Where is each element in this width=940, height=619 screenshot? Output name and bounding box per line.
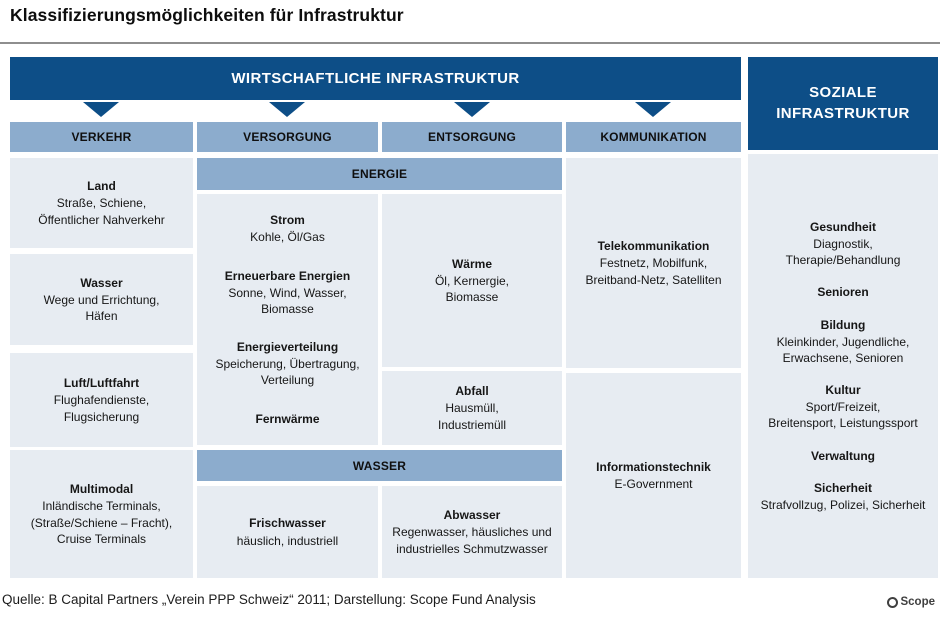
cell-title: Fernwärme [255, 411, 320, 426]
source-caption: Quelle: B Capital Partners „Verein PPP S… [2, 592, 536, 607]
cell-body: Regenwasser, häusliches und industrielle… [392, 525, 552, 556]
cell-body: Sonne, Wind, Wasser, Biomasse [228, 285, 347, 316]
energie-band-header: ENERGIE [197, 158, 562, 190]
cell-body: Wege und Errichtung, Häfen [43, 292, 160, 324]
cell-title: Strom [270, 213, 305, 228]
cell-title: Informationstechnik [596, 459, 711, 474]
cell-luft: Luft/Luftfahrt Flughafendienste, Flugsic… [10, 353, 193, 447]
cell-wasser-verkehr: Wasser Wege und Errichtung, Häfen [10, 254, 193, 345]
cell-body: Hausmüll, Industriemüll [437, 401, 507, 432]
group-strom: Strom Kohle, Öl/Gas [250, 212, 325, 245]
arrow-down-icon [635, 102, 671, 117]
cell-title: Abwasser [443, 508, 501, 523]
cell-body: Speicherung, Übertragung, Verteilung [215, 357, 360, 388]
cell-body: Öl, Kernergie, Biomasse [434, 273, 510, 305]
cell-waerme: Wärme Öl, Kernergie, Biomasse [382, 194, 562, 367]
cell-title: Erneuerbare Energien [224, 268, 351, 283]
column-header-kommunikation: KOMMUNIKATION [566, 122, 741, 152]
wasser-band-header: WASSER [197, 450, 562, 481]
cell-title: Gesundheit [809, 219, 876, 234]
cell-title: Energieverteilung [236, 340, 339, 355]
arrow-down-icon [83, 102, 119, 117]
cell-title: Wasser [80, 275, 123, 290]
cell-abfall: Abfall Hausmüll, Industriemüll [382, 371, 562, 445]
cell-land: Land Straße, Schiene, Öffentlicher Nahve… [10, 158, 193, 248]
cell-title: Multimodal [69, 482, 134, 497]
cell-body: Kleinkinder, Jugendliche, Erwachsene, Se… [776, 334, 910, 365]
group-senioren: Senioren [817, 284, 868, 300]
column-header-entsorgung: ENTSORGUNG [382, 122, 562, 152]
title-divider [0, 42, 940, 44]
cell-title: Frischwasser [249, 516, 326, 531]
scope-logo: Scope [887, 596, 935, 608]
page-title: Klassifizierungsmöglichkeiten für Infras… [10, 5, 404, 25]
cell-title: Abfall [455, 384, 489, 399]
group-fernwaerme: Fernwärme [255, 411, 319, 427]
cell-body: häuslich, industriell [236, 533, 339, 548]
group-energieverteilung: Energieverteilung Speicherung, Übertragu… [215, 339, 359, 389]
cell-title: Sicherheit [813, 480, 873, 495]
column-header-versorgung: VERSORGUNG [197, 122, 378, 152]
cell-title: Telekommunikation [597, 239, 710, 254]
economic-infrastructure-header: WIRTSCHAFTLICHE INFRASTRUKTUR [10, 57, 741, 100]
cell-telekommunikation: Telekommunikation Festnetz, Mobilfunk, B… [566, 158, 741, 368]
column-header-verkehr: VERKEHR [10, 122, 193, 152]
cell-body: E-Government [614, 477, 693, 491]
arrow-down-icon [269, 102, 305, 117]
scope-circle-icon [887, 596, 899, 608]
cell-body: Inländische Terminals, (Straße/Schiene –… [30, 499, 173, 546]
cell-title: Verwaltung [810, 448, 875, 463]
arrow-down-icon [454, 102, 490, 117]
cell-soziale-infrastruktur: Gesundheit Diagnostik, Therapie/Behandlu… [748, 154, 938, 578]
cell-title: Kultur [825, 383, 861, 398]
cell-body: Diagnostik, Therapie/Behandlung [785, 236, 901, 268]
group-bildung: Bildung Kleinkinder, Jugendliche, Erwach… [777, 317, 910, 367]
cell-body: Flughafendienste, Flugsicherung [53, 393, 150, 424]
cell-title: Wärme [451, 256, 492, 271]
group-gesundheit: Gesundheit Diagnostik, Therapie/Behandlu… [786, 219, 901, 269]
group-kultur: Kultur Sport/Freizeit, Breitensport, Lei… [768, 382, 917, 432]
cell-body: Straße, Schiene, Öffentlicher Nahverkehr [38, 196, 165, 227]
cell-multimodal: Multimodal Inländische Terminals, (Straß… [10, 450, 193, 578]
cell-informationstechnik: Informationstechnik E-Government [566, 373, 741, 578]
cell-title: Luft/Luftfahrt [63, 376, 140, 391]
group-verwaltung: Verwaltung [811, 448, 875, 464]
group-erneuerbare: Erneuerbare Energien Sonne, Wind, Wasser… [225, 268, 350, 318]
social-infrastructure-header: SOZIALE INFRASTRUKTUR [748, 57, 938, 150]
cell-title: Bildung [820, 317, 866, 332]
cell-body: Kohle, Öl/Gas [250, 230, 325, 245]
cell-body: Sport/Freizeit, Breitensport, Leistungss… [768, 400, 918, 431]
group-sicherheit: Sicherheit Strafvollzug, Polizei, Sicher… [761, 480, 926, 513]
cell-versorgung-energie: Strom Kohle, Öl/Gas Erneuerbare Energien… [197, 194, 378, 445]
cell-title: Land [87, 179, 116, 194]
cell-body: Festnetz, Mobilfunk, Breitband-Netz, Sat… [585, 256, 722, 287]
cell-frischwasser: Frischwasser häuslich, industriell [197, 486, 378, 578]
scope-logo-text: Scope [900, 596, 935, 608]
cell-body: Strafvollzug, Polizei, Sicherheit [760, 498, 926, 513]
cell-title: Senioren [817, 285, 869, 300]
cell-abwasser: Abwasser Regenwasser, häusliches und ind… [382, 486, 562, 578]
